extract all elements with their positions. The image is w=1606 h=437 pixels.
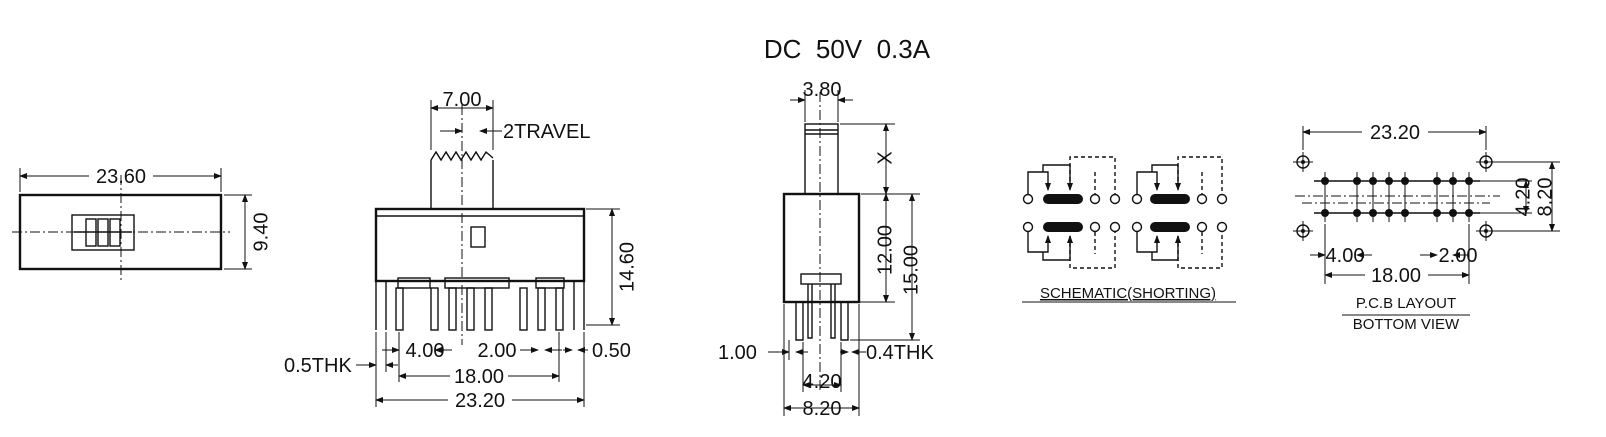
front-view-slider-window <box>470 226 486 248</box>
top-view-length-label: 23.60 <box>96 166 146 188</box>
side-view: 3.80 X 12.00 15.00 1.00 0.4THK 4.20 8.20 <box>718 79 934 420</box>
schematic: SCHEMATIC(SHORTING) <box>1022 156 1236 303</box>
front-view-actuator-width-label: 7.00 <box>443 89 482 111</box>
front-view-pitch-b-label: 2.00 <box>478 340 517 362</box>
front-view-travel-label: 2TRAVEL <box>503 121 590 143</box>
side-view-pin-width-label: 1.00 <box>718 342 757 364</box>
pcb-overall-width-label: 8.20 <box>1534 178 1556 217</box>
front-view-thickness-label: 0.5THK <box>284 355 352 377</box>
front-view-body <box>374 207 586 283</box>
schematic-left-circuit <box>1022 156 1121 269</box>
schematic-right-circuit <box>1131 156 1228 269</box>
pcb-caption-line1: P.C.B LAYOUT <box>1356 295 1456 312</box>
top-view-height-label: 9.40 <box>250 213 272 252</box>
side-view-thickness-label: 0.4THK <box>866 342 934 364</box>
side-view-body-height-label: 12.00 <box>874 225 896 275</box>
front-view-pin-width-label: 0.50 <box>592 340 631 362</box>
side-view-actuator-height-label: X <box>874 151 896 164</box>
pcb-pitch-b-label: 2.00 <box>1439 245 1478 267</box>
front-view-pins <box>395 287 564 331</box>
side-view-body <box>782 192 861 304</box>
pcb-caption-line2: BOTTOM VIEW <box>1353 316 1460 333</box>
front-view-overall-label: 23.20 <box>455 390 505 412</box>
side-view-overall-label: 8.20 <box>803 398 842 420</box>
pcb-pads-bottom <box>1314 209 1480 217</box>
side-view-total-height-label: 15.00 <box>900 245 922 295</box>
top-view: 23.60 9.40 <box>12 166 272 280</box>
side-view-actuator-width-label: 3.80 <box>803 79 842 101</box>
side-view-pin-span-label: 4.20 <box>803 371 842 393</box>
pcb-length-label: 23.20 <box>1370 122 1420 144</box>
pcb-layout: 23.20 4.20 8.20 4.00 2.00 18.00 P.C.B LA… <box>1293 122 1560 333</box>
pcb-pitch-a-label: 4.00 <box>1326 245 1365 267</box>
front-view-body-height-label: 14.60 <box>616 242 638 292</box>
front-view-pitch-a-label: 4.00 <box>406 340 445 362</box>
pcb-span-label: 18.00 <box>1371 265 1421 287</box>
pcb-pads-top <box>1314 177 1480 185</box>
front-view: 7.00 2TRAVEL 14.60 4.00 2.00 0.50 0.5THK <box>284 89 638 412</box>
rating-title: DC 50V 0.3A <box>764 34 931 64</box>
front-view-pin-span-label: 18.00 <box>454 366 504 388</box>
schematic-caption: SCHEMATIC(SHORTING) <box>1040 285 1216 302</box>
pcb-row-pitch-label: 4.20 <box>1512 178 1534 217</box>
